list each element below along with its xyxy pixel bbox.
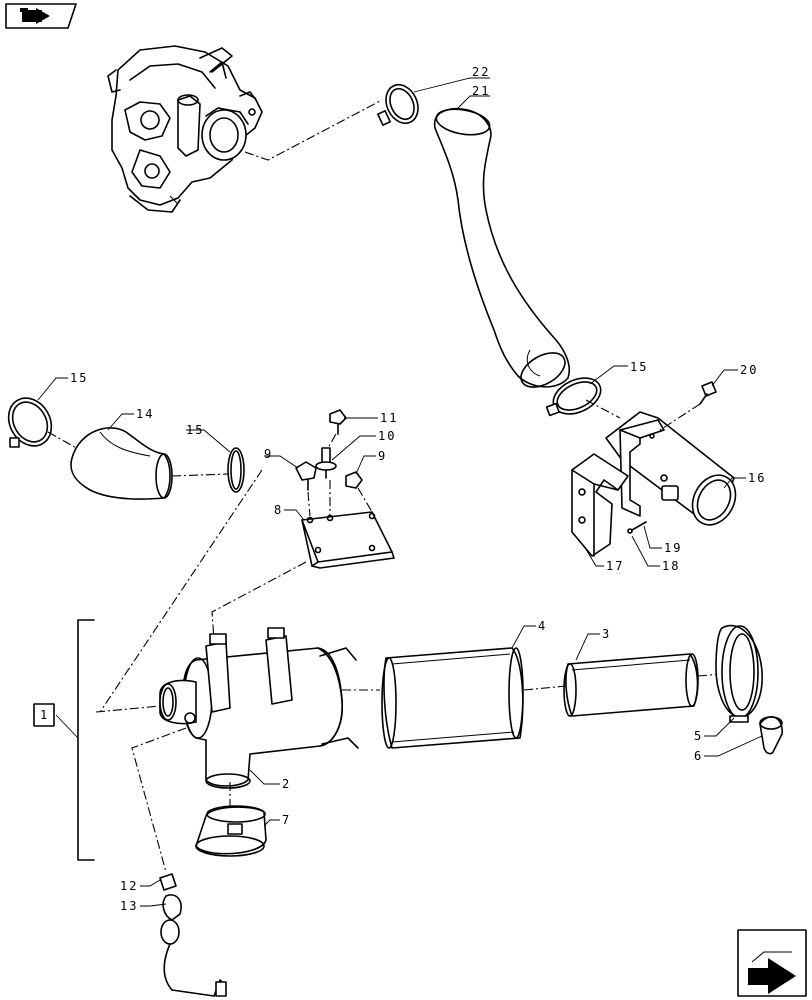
link-turbo-to-clamp (244, 99, 383, 161)
link-ring-assembly (99, 469, 263, 713)
primary-filter-element-4 (381, 647, 524, 749)
callout-18: 18 (662, 559, 680, 573)
callout-9-right: 9 (378, 449, 387, 463)
back-nav-button[interactable] (5, 3, 77, 29)
elbow-hose-14 (70, 427, 173, 500)
link-element4-element3 (523, 685, 567, 691)
clamp-ring-15-middle (227, 447, 245, 493)
leader-lines (37, 77, 763, 907)
bracket-17 (571, 453, 629, 557)
link-port-indicator (131, 727, 187, 873)
callout-12: 12 (120, 879, 138, 893)
link-clamp-to-bracket (585, 399, 621, 419)
link-plate-cleaner (211, 561, 307, 641)
mounting-plate-8 (301, 511, 395, 569)
callout-19: 19 (664, 541, 682, 555)
fitting-12 (159, 873, 177, 891)
callout-21: 21 (472, 84, 490, 98)
dust-valve-6 (759, 716, 783, 755)
callout-11: 11 (380, 411, 398, 425)
safety-filter-element-3 (563, 653, 699, 717)
bolt-11 (329, 409, 347, 435)
nut-9-right (345, 471, 363, 489)
callout-15-middle: 15 (186, 423, 204, 437)
callout-15-left: 15 (70, 371, 88, 385)
bolt-9-left (295, 461, 317, 491)
callout-9-left: 9 (264, 447, 273, 461)
link-assembly-inlet (95, 705, 161, 713)
outlet-boot-7 (195, 805, 267, 857)
end-cover-5 (715, 624, 763, 723)
hose-clamp-15-right (545, 377, 602, 417)
callout-20: 20 (740, 363, 758, 377)
restriction-indicator-13 (160, 894, 227, 997)
next-page-arrow-icon (747, 951, 796, 994)
callout-13: 13 (120, 899, 138, 913)
next-page-button[interactable] (737, 929, 807, 997)
intake-hose-21 (433, 108, 571, 388)
folder-arrow-icon (20, 8, 50, 24)
assembly-bracket (55, 619, 95, 861)
callout-5: 5 (694, 729, 703, 743)
callout-10: 10 (378, 429, 396, 443)
callout-labels: 22 21 15 20 16 19 18 17 15 14 15 11 10 9… (70, 65, 766, 913)
callout-15-right: 15 (630, 360, 648, 374)
callout-22: 22 (472, 65, 490, 79)
callout-6: 6 (694, 749, 703, 763)
mounting-tube-16 (605, 411, 737, 526)
callout-17: 17 (606, 559, 624, 573)
assembly-label-box: 1 (33, 703, 55, 727)
assembly-label: 1 (40, 708, 47, 722)
callout-8: 8 (274, 503, 283, 517)
stud-10 (315, 447, 337, 479)
pin-18 (627, 521, 647, 534)
link-nut9-plate (357, 487, 373, 513)
callout-14: 14 (136, 407, 154, 421)
callout-2: 2 (282, 777, 291, 791)
air-cleaner-housing-2 (159, 627, 359, 789)
link-bolt20 (659, 403, 701, 431)
link-bolt9-plate (307, 491, 311, 517)
callout-16: 16 (748, 471, 766, 485)
link-bolt11 (327, 433, 337, 449)
callout-3: 3 (602, 627, 611, 641)
hose-clamp-15-left (7, 397, 53, 448)
callout-4: 4 (538, 619, 547, 633)
hose-clamp-22 (377, 83, 419, 126)
callout-7: 7 (282, 813, 291, 827)
link-clamp15-elbow (47, 431, 81, 451)
bolt-20 (699, 381, 717, 405)
link-elbow-ring (171, 473, 229, 477)
engine-turbo-housing (107, 45, 263, 213)
